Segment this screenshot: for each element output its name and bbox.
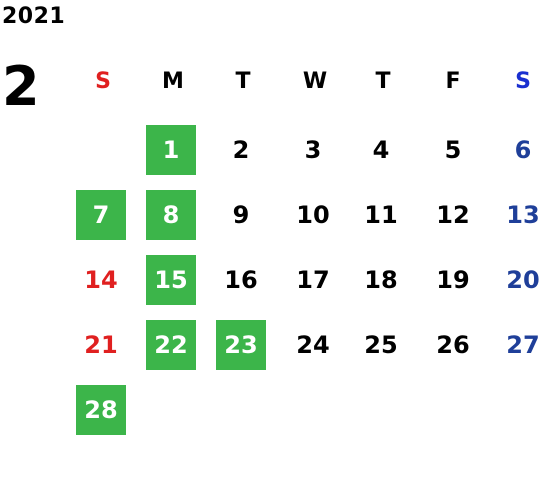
weekday-header-saturday: S: [515, 69, 531, 94]
day-cell[interactable]: 23: [216, 320, 266, 370]
day-cell[interactable]: 21: [84, 331, 118, 359]
day-cell[interactable]: 11: [364, 201, 398, 229]
day-cell[interactable]: 12: [436, 201, 470, 229]
weekday-header-wednesday: W: [302, 69, 328, 94]
day-cell[interactable]: 8: [146, 190, 196, 240]
day-cell[interactable]: 15: [146, 255, 196, 305]
day-cell[interactable]: 18: [364, 266, 398, 294]
day-cell[interactable]: 19: [436, 266, 470, 294]
weekday-header-friday: F: [445, 69, 461, 94]
day-cell[interactable]: 26: [436, 331, 470, 359]
day-cell[interactable]: 5: [444, 136, 462, 164]
day-cell[interactable]: 17: [296, 266, 330, 294]
day-cell[interactable]: 14: [84, 266, 118, 294]
day-cell[interactable]: 27: [506, 331, 540, 359]
year-label: 2021: [2, 4, 66, 29]
day-cell[interactable]: 24: [296, 331, 330, 359]
day-cell[interactable]: 16: [224, 266, 258, 294]
day-cell[interactable]: 13: [506, 201, 540, 229]
day-cell[interactable]: 9: [232, 201, 250, 229]
weekday-header-tuesday: T: [235, 69, 251, 94]
month-label: 2: [2, 55, 40, 118]
day-cell[interactable]: 10: [296, 201, 330, 229]
day-cell[interactable]: 3: [304, 136, 322, 164]
day-cell[interactable]: 2: [232, 136, 250, 164]
day-cell[interactable]: 1: [146, 125, 196, 175]
day-cell[interactable]: 4: [372, 136, 390, 164]
day-cell[interactable]: 28: [76, 385, 126, 435]
day-cell[interactable]: 6: [514, 136, 532, 164]
day-cell[interactable]: 25: [364, 331, 398, 359]
day-cell[interactable]: 7: [76, 190, 126, 240]
weekday-header-sunday: S: [95, 69, 111, 94]
weekday-header-thursday: T: [375, 69, 391, 94]
day-cell[interactable]: 20: [506, 266, 540, 294]
weekday-header-monday: M: [162, 69, 184, 94]
day-cell[interactable]: 22: [146, 320, 196, 370]
